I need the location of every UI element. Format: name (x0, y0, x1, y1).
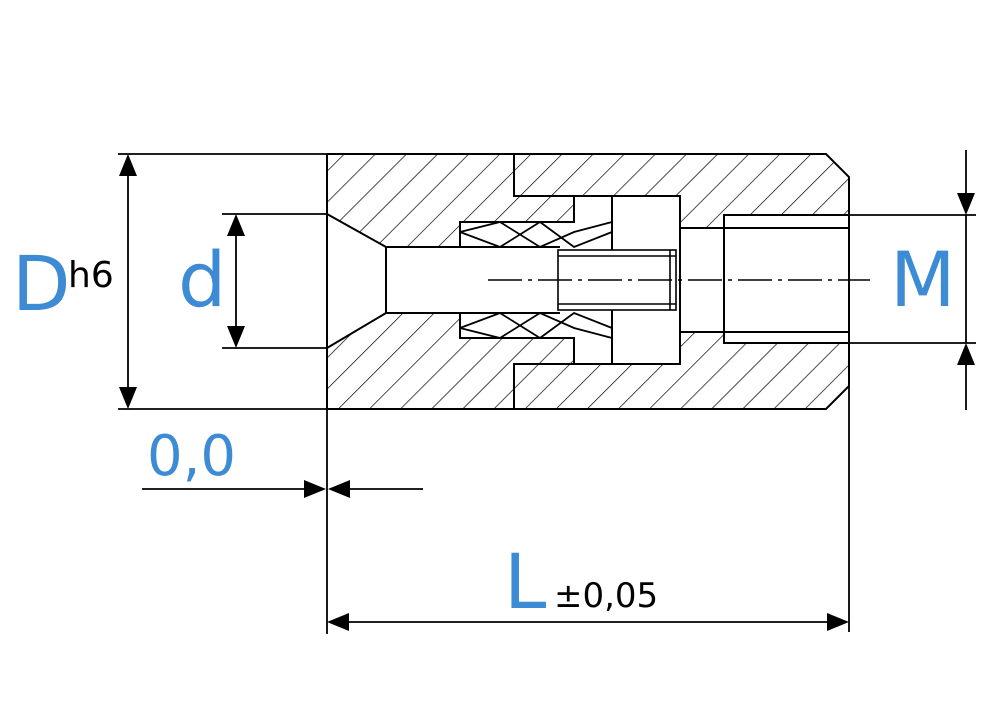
arrow-d-bottom (227, 326, 245, 348)
arrow-D-top (119, 154, 137, 176)
arrow-M-bottom (957, 343, 975, 365)
dimension-lines (118, 150, 976, 634)
arrow-L-right (827, 613, 849, 631)
seal-profile (459, 220, 613, 340)
arrow-d-top (227, 214, 245, 236)
body-section-hatching (327, 154, 849, 409)
label-M: M (890, 235, 956, 324)
label-D-tolerance: h6 (68, 255, 114, 296)
label-L: L (504, 537, 546, 626)
arrow-offset-right (328, 480, 350, 498)
arrow-L-left (327, 613, 349, 631)
dimension-arrows (119, 154, 975, 631)
label-d: d (178, 235, 226, 324)
label-L-tolerance: ±0,05 (554, 576, 658, 616)
label-offset: 0,0 (147, 424, 236, 489)
arrow-offset-left (304, 480, 326, 498)
arrow-D-bottom (119, 387, 137, 409)
label-D: D (12, 239, 71, 328)
arrow-M-top (957, 193, 975, 215)
